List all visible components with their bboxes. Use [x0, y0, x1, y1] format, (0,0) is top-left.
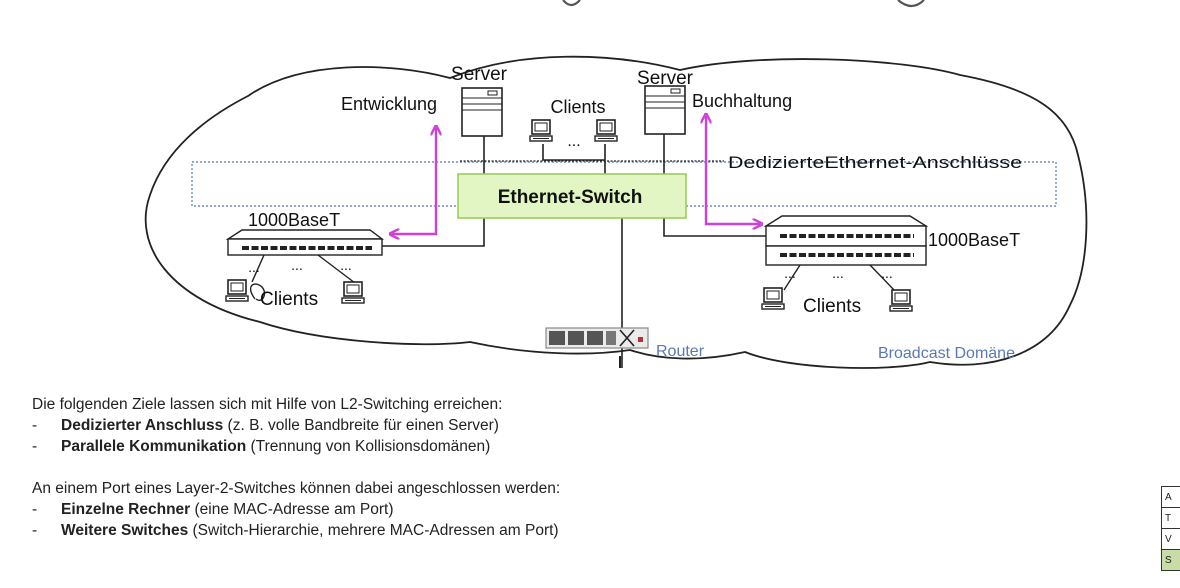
list-item: - Parallele Kommunikation (Trennung von K…	[32, 436, 792, 457]
router-label: Router	[656, 343, 705, 360]
hub-left-label: 1000BaseT	[248, 210, 340, 230]
hub-right-ellipsis-2: ...	[832, 265, 844, 281]
client-left-2-icon	[341, 281, 365, 304]
ports-list: - Einzelne Rechner (eine MAC-Adresse am P…	[32, 499, 792, 541]
client-top-left-icon	[529, 119, 553, 142]
clients-right-label: Clients	[803, 296, 861, 317]
side-table-cell: S	[1161, 549, 1180, 571]
switch-label: Ethernet-Switch	[498, 187, 643, 208]
ports-intro: An einem Port eines Layer-2-Switches kön…	[32, 480, 561, 497]
port-rest: (eine MAC-Adresse am Port)	[190, 501, 394, 518]
side-table-cell: V	[1161, 528, 1180, 550]
list-item: - Weitere Switches (Switch-Hierarchie, me…	[32, 520, 792, 541]
router-icon	[545, 327, 649, 349]
goals-list: - Dedizierter Anschluss (z. B. volle Band…	[32, 415, 792, 457]
cursor-loop-mark	[250, 283, 266, 301]
clients-top-label: Clients	[550, 97, 605, 117]
goal-rest: (Trennung von Kollisionsdomänen)	[246, 438, 491, 455]
list-dash: -	[32, 501, 38, 518]
side-table-cell: T	[1161, 507, 1180, 529]
goals-intro: Die folgenden Ziele lassen sich mit Hilf…	[32, 396, 503, 413]
server-left-label: Server	[451, 64, 508, 85]
broadcast-domain-label: Broadcast Domäne	[878, 345, 1015, 362]
hub-right-label: 1000BaseT	[928, 230, 1020, 250]
hub-left-ellipsis-3: ...	[340, 257, 352, 273]
side-table-cell: A	[1161, 486, 1180, 508]
list-item: - Einzelne Rechner (eine MAC-Adresse am P…	[32, 499, 792, 520]
port-rest: (Switch-Hierarchie, mehrere MAC-Adressen…	[188, 522, 559, 539]
port-bold: Weitere Switches	[61, 522, 189, 539]
dedicated-ports-label: DedizierteEthernet-Anschlüsse	[728, 153, 1022, 172]
client-right-2-icon	[889, 289, 913, 312]
dept-left-label: Entwicklung	[341, 94, 437, 114]
hub-left-ellipsis-2: ...	[291, 257, 303, 273]
list-dash: -	[32, 417, 38, 434]
hub-left-client-lines	[251, 254, 356, 284]
hub-left-ellipsis-1: ...	[248, 259, 260, 275]
server-left-icon	[461, 87, 503, 137]
list-dash: -	[32, 438, 38, 455]
cut-off-title	[562, 0, 925, 8]
list-dash: -	[32, 522, 38, 539]
client-right-1-icon	[761, 287, 785, 310]
goal-bold: Dedizierter Anschluss	[61, 417, 224, 434]
list-item: - Dedizierter Anschluss (z. B. volle Band…	[32, 415, 792, 436]
hub-left-icon	[225, 229, 385, 256]
side-table-fragment: A T V S	[1161, 486, 1180, 571]
server-right-icon	[644, 85, 686, 135]
port-bold: Einzelne Rechner	[61, 501, 191, 518]
hub-right-client-lines	[783, 264, 897, 293]
client-left-1-icon	[225, 279, 249, 302]
ethernet-switch	[457, 173, 687, 219]
clients-left-label: Clients	[260, 289, 318, 310]
explanation-text: Die folgenden Ziele lassen sich mit Hilf…	[32, 394, 792, 541]
hub-right-ellipsis-3: ...	[881, 265, 893, 281]
hub-right-ellipsis-1: ...	[784, 265, 796, 281]
goal-rest: (z. B. volle Bandbreite für einen Server…	[223, 417, 499, 434]
hub-right-icon	[763, 215, 929, 266]
goal-bold: Parallele Kommunikation	[61, 438, 247, 455]
broadcast-domain-outline	[144, 55, 1088, 369]
server-right-label: Server	[637, 68, 694, 89]
clients-top-ellipsis: ...	[567, 133, 580, 150]
dedicated-path-arrows	[392, 116, 760, 234]
dept-right-label: Buchhaltung	[692, 91, 792, 111]
client-top-right-icon	[594, 119, 618, 142]
